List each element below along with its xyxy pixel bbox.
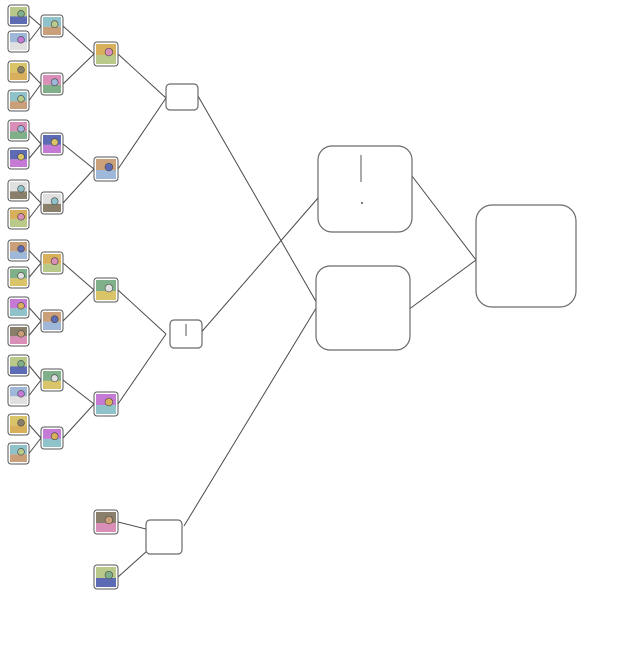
round-of-32-thumbnail <box>7 442 30 465</box>
edge-r32-to-r16 <box>28 83 42 101</box>
edge-r32-to-r16 <box>28 424 42 439</box>
round-of-16-thumbnail <box>40 309 64 333</box>
round-of-32-thumbnail <box>7 384 30 407</box>
round-of-32-thumbnail <box>7 89 30 112</box>
edge-r16-to-qf <box>62 53 95 85</box>
round-of-32-thumbnail <box>7 413 30 436</box>
round-of-16-thumbnail <box>40 14 64 38</box>
edge-qf-to-feeder <box>117 289 167 335</box>
final-box <box>475 204 577 308</box>
round-of-16-thumbnail <box>40 132 64 156</box>
edge-r32-to-r16 <box>28 15 42 27</box>
edge-r32-to-r16 <box>28 202 42 219</box>
round-of-16-thumbnail <box>40 72 64 96</box>
edge-semi-to-final <box>407 259 477 311</box>
quarterfinal-thumbnail <box>93 509 119 535</box>
edge-feeder-to-semi <box>197 197 319 337</box>
round-of-32-thumbnail <box>7 179 30 202</box>
edge-r16-to-qf <box>62 379 95 405</box>
edge-feeder-to-semi <box>197 95 319 306</box>
box-mark <box>361 202 363 204</box>
edge-r32-to-r16 <box>28 25 42 42</box>
edge-r16-to-qf <box>62 289 95 322</box>
feeder-box <box>165 83 199 111</box>
semifinal-box <box>315 265 411 351</box>
quarterfinal-thumbnail <box>93 41 119 67</box>
round-of-32-thumbnail <box>7 119 30 142</box>
round-of-32-thumbnail <box>7 60 30 83</box>
edge-r32-to-r16 <box>28 190 42 204</box>
quarterfinal-thumbnail <box>93 156 119 182</box>
edge-qf-to-feeder <box>117 333 167 405</box>
round-of-32-thumbnail <box>7 4 30 27</box>
semifinal-box <box>317 145 413 233</box>
bracket-edges <box>28 15 477 578</box>
edge-r32-to-r16 <box>28 307 42 322</box>
edge-r32-to-r16 <box>28 365 42 381</box>
round-of-16-thumbnail <box>40 191 64 215</box>
quarterfinal-thumbnail <box>93 391 119 417</box>
edge-qf-to-feeder <box>117 97 167 170</box>
round-of-32-thumbnail <box>7 354 30 377</box>
round-of-16-thumbnail <box>40 368 64 392</box>
quarterfinal-thumbnail <box>93 277 119 303</box>
edge-r32-to-r16 <box>28 437 42 454</box>
round-of-32-thumbnail <box>7 296 30 319</box>
edge-r32-to-r16 <box>28 250 42 264</box>
edge-qf-to-feeder <box>117 53 167 99</box>
edge-r32-to-r16 <box>28 262 42 278</box>
edge-r32-to-r16 <box>28 320 42 336</box>
edge-feeder-to-semi <box>183 304 319 527</box>
edge-r32-to-r16 <box>28 379 42 396</box>
round-of-32-thumbnail <box>7 266 30 289</box>
round-of-32-thumbnail <box>7 30 30 53</box>
edge-r32-to-r16 <box>28 130 42 145</box>
edge-r16-to-qf <box>62 25 95 55</box>
edge-r16-to-qf <box>62 143 95 170</box>
edge-r16-to-qf <box>62 262 95 291</box>
edge-r32-to-r16 <box>28 71 42 85</box>
edge-r16-to-qf <box>62 168 95 204</box>
edge-r32-to-r16 <box>28 143 42 159</box>
round-of-32-thumbnail <box>7 324 30 347</box>
round-of-32-thumbnail <box>7 239 30 262</box>
feeder-box <box>145 519 183 555</box>
edge-semi-to-final <box>411 175 477 261</box>
round-of-32-thumbnail <box>7 147 30 170</box>
round-of-32-thumbnail <box>7 207 30 230</box>
round-of-16-thumbnail <box>40 426 64 450</box>
round-of-16-thumbnail <box>40 251 64 275</box>
bracket-nodes <box>7 4 577 590</box>
edge-r16-to-qf <box>62 403 95 439</box>
quarterfinal-thumbnail <box>93 564 119 590</box>
